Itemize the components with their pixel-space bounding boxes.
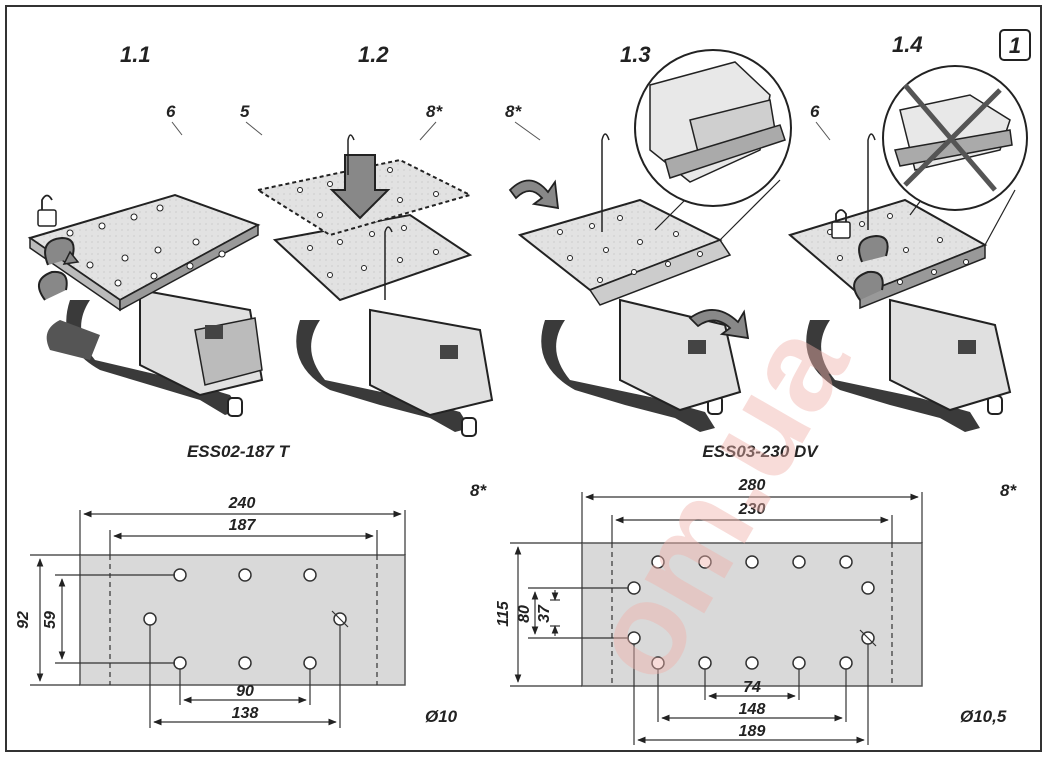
right-dim-189: 189	[739, 723, 766, 740]
callout-8-step3: 8*	[505, 102, 522, 121]
left-part-ref: 8*	[470, 481, 487, 500]
left-dim-187: 187	[229, 517, 257, 534]
sander-illustration-1-1	[27, 193, 264, 417]
figure-frame	[5, 5, 1042, 752]
right-model-title: ESS03-230 DV	[702, 442, 819, 461]
sander-illustration-1-3	[508, 49, 792, 432]
step-label-1-3: 1.3	[620, 42, 651, 67]
sander-illustration-1-4	[787, 65, 1028, 432]
right-dim-280: 280	[738, 477, 766, 494]
left-dim-92: 92	[15, 611, 32, 629]
left-dimensions	[30, 510, 406, 728]
callout-8-step2: 8*	[426, 102, 443, 121]
badge-text: 1	[1009, 33, 1021, 58]
callout-6-step1: 6	[166, 102, 176, 121]
right-dim-37: 37	[536, 604, 553, 623]
step-label-1-1: 1.1	[120, 42, 151, 67]
right-dimensions	[510, 492, 923, 745]
right-dim-80: 80	[516, 605, 533, 623]
right-dim-115: 115	[495, 600, 512, 627]
left-dim-59: 59	[42, 611, 59, 629]
step-label-1-4: 1.4	[892, 32, 923, 57]
right-dim-148: 148	[739, 701, 766, 718]
left-hole-diameter: Ø10	[425, 707, 458, 726]
right-sanding-plate	[581, 542, 923, 687]
right-dim-74: 74	[743, 679, 761, 696]
left-dim-90: 90	[236, 683, 254, 700]
figure-number-badge: 1	[999, 29, 1031, 61]
callout-5-step1: 5	[240, 102, 250, 121]
right-hole-diameter: Ø10,5	[960, 707, 1007, 726]
right-part-ref: 8*	[1000, 481, 1017, 500]
callout-6-step4: 6	[810, 102, 820, 121]
right-dim-230: 230	[738, 501, 766, 518]
left-model-title: ESS02-187 T	[187, 442, 291, 461]
left-dim-138: 138	[232, 705, 259, 722]
sander-illustration-1-2	[255, 134, 494, 437]
step-label-1-2: 1.2	[358, 42, 389, 67]
left-dim-240: 240	[228, 495, 256, 512]
